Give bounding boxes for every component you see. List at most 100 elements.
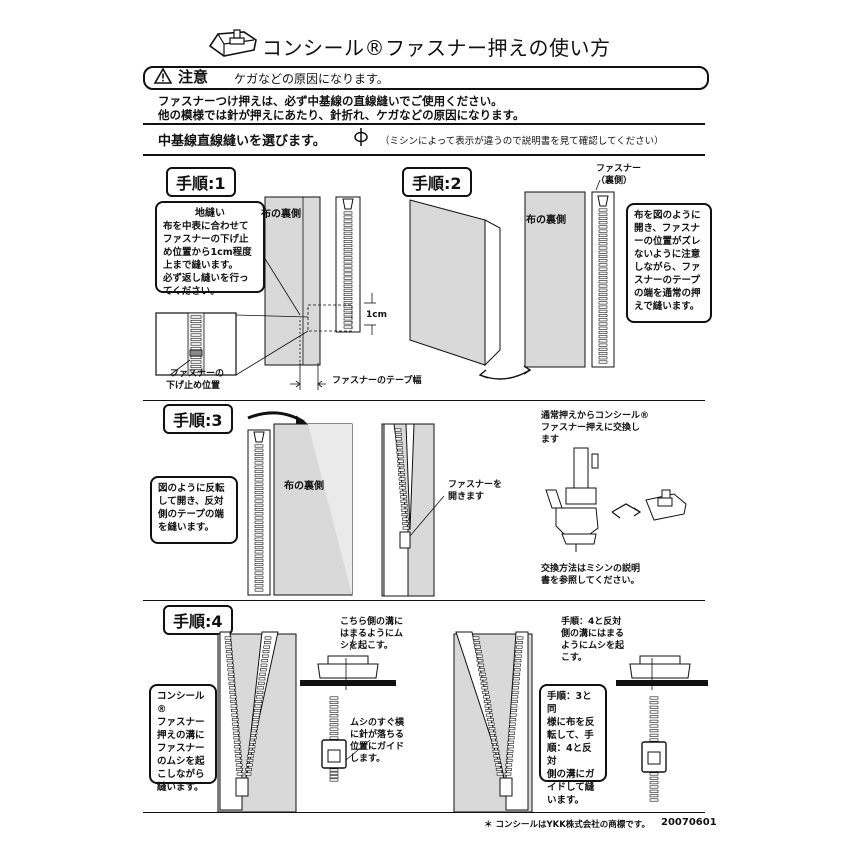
- zipper-tooth: [598, 335, 608, 339]
- zipper-tooth: [598, 225, 608, 229]
- zipper-tooth: [649, 729, 659, 733]
- step2-callout-line: しながら、ファ: [634, 262, 701, 273]
- zipper-tooth: [505, 758, 513, 762]
- zipper-tooth: [254, 448, 264, 452]
- zipper-tooth: [233, 740, 241, 744]
- zipper-tooth: [329, 714, 339, 718]
- zipper-tooth: [509, 713, 517, 717]
- zipper-tooth: [505, 763, 513, 767]
- zipper-tooth: [478, 668, 485, 672]
- zipper-tooth: [190, 320, 202, 324]
- zipper-tooth: [509, 718, 517, 722]
- warning-icon: [153, 67, 173, 84]
- zipper-tooth: [329, 727, 339, 731]
- zipper-tooth: [487, 718, 494, 722]
- step4-left-line: コンシール®: [157, 691, 205, 715]
- zipper-tooth: [598, 356, 608, 360]
- zipper-tooth: [244, 772, 252, 776]
- zipper-tooth: [510, 704, 518, 708]
- zipper-tooth: [254, 567, 264, 571]
- zipper-tooth: [598, 314, 608, 318]
- zipper-tooth: [329, 771, 339, 775]
- zipper-tooth: [254, 554, 264, 558]
- zipper-tooth: [343, 231, 353, 235]
- zipper-tooth: [507, 736, 515, 740]
- caution-text: ケガなどの原因になります。: [234, 72, 389, 86]
- zipper-tooth: [488, 727, 496, 731]
- zipper-tooth: [476, 659, 484, 663]
- zipper-tooth: [343, 239, 353, 243]
- step2-callout-line: スナーのテープ: [634, 275, 700, 286]
- zipper-tooth: [492, 749, 500, 753]
- zipper-tooth: [598, 221, 608, 225]
- zipper-tooth: [254, 588, 264, 592]
- zipper-tooth: [649, 715, 659, 719]
- step4-left-line: こしながら: [157, 769, 205, 780]
- zipper-tooth: [487, 722, 495, 726]
- zipper-tooth: [493, 754, 501, 758]
- step4-right-top-line: 手順：4と反対: [561, 617, 622, 627]
- zipper-tooth: [511, 699, 518, 703]
- zipper-tooth: [343, 272, 353, 276]
- zipper-tooth: [227, 672, 235, 676]
- zipper-tooth: [254, 482, 264, 486]
- zipper-tooth: [343, 325, 353, 329]
- zipper-tooth: [254, 474, 264, 478]
- zipper-tooth: [343, 248, 353, 252]
- zipper-tooth: [254, 495, 264, 499]
- step4-right-callout: 手順：3と同 様に布を反 転して、手 順：4と反対 側の溝にガ イドして縫 いま…: [539, 684, 607, 806]
- zipper-tooth: [482, 690, 489, 694]
- step4-guide-line: ムシのすぐ横: [350, 718, 405, 728]
- step2-callout-line: えで縫います。: [634, 301, 700, 312]
- zipper-tooth: [649, 781, 659, 785]
- zipper-tooth: [256, 690, 264, 694]
- step4-left-line: ファスナー: [157, 743, 205, 754]
- zipper-tooth: [343, 313, 353, 317]
- caution-label: 注意: [178, 68, 209, 86]
- zipper-tooth: [399, 490, 407, 494]
- zipper-tooth: [343, 256, 353, 260]
- zipper-tooth: [343, 301, 353, 305]
- zipper-tooth: [506, 749, 514, 753]
- zipper-tooth: [259, 672, 266, 676]
- zipper-tooth: [598, 276, 608, 280]
- zipper-tooth: [495, 767, 503, 771]
- zipper-tooth: [228, 677, 235, 681]
- presser-foot-swap-illustration: [545, 447, 687, 552]
- zipper-tooth: [513, 672, 521, 676]
- zipper-tooth: [254, 704, 262, 708]
- zipper-tooth: [598, 280, 608, 284]
- zipper-tooth: [507, 740, 515, 744]
- trademark-note: ＊ コンシールはYKK株式会社の商標です。: [484, 820, 650, 830]
- zipper-tooth: [226, 654, 233, 658]
- step3-callout: 図のように反転 して開き、反対 側のテープの端 を縫います。: [150, 476, 238, 544]
- zipper-tooth: [343, 305, 353, 309]
- step1-callout-line: てください。: [163, 286, 220, 297]
- zipper-tooth: [254, 571, 264, 575]
- zipper-tooth: [598, 246, 608, 250]
- zipper-tooth: [190, 333, 202, 337]
- zipper-tooth: [475, 654, 483, 658]
- zipper-tooth: [235, 763, 243, 767]
- zipper-tooth: [235, 758, 243, 762]
- zipper-tooth: [250, 731, 258, 735]
- zipper-tooth: [598, 292, 608, 296]
- zipper-tooth: [254, 486, 264, 490]
- zipper-tooth: [253, 713, 260, 717]
- page-title: コンシール®ファスナー押えの使い方: [262, 36, 611, 60]
- step1-callout-line: 上まで縫います。: [163, 260, 239, 271]
- zipper-tooth: [516, 636, 524, 640]
- zipper-tooth: [256, 695, 263, 699]
- zipper-tooth: [481, 686, 489, 690]
- divider-steps: [143, 154, 705, 156]
- zipper-tooth: [505, 767, 512, 771]
- zipper-tooth: [231, 713, 239, 717]
- step4-right-top-line: 側の溝にはまる: [561, 629, 625, 639]
- zipper-tooth: [494, 758, 501, 762]
- zipper-tooth: [343, 292, 353, 296]
- zipper-tooth: [246, 758, 254, 762]
- zipper-tooth: [254, 503, 264, 507]
- zipper-tooth: [190, 360, 202, 364]
- step2-callout: 布を図のように 開き、ファスナ ーの位置がズレ ないように注意 しながら、ファ …: [626, 203, 712, 323]
- zipper-tooth: [254, 457, 264, 461]
